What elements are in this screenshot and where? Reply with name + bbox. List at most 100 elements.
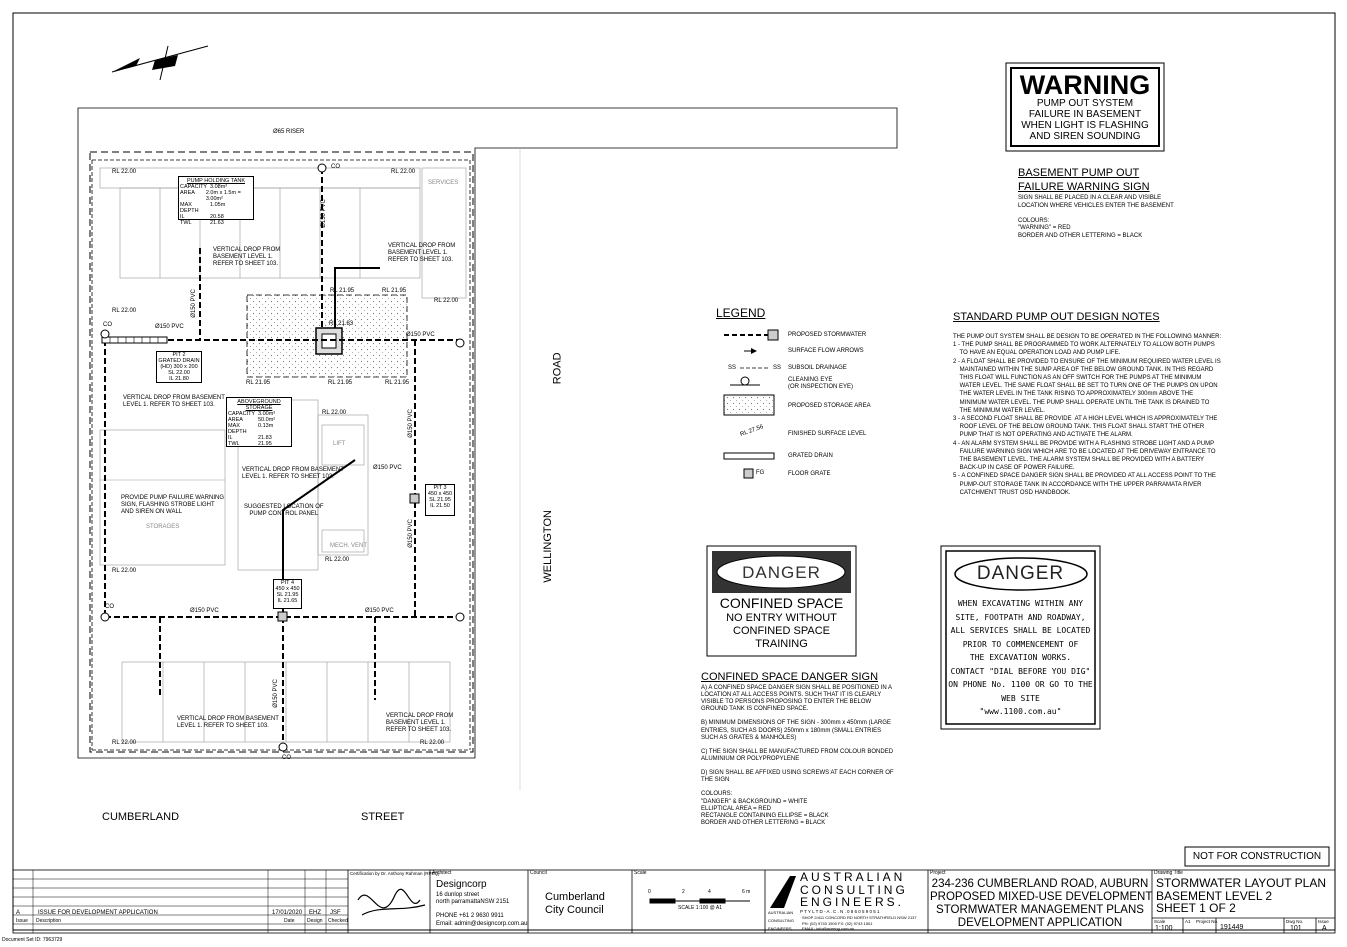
danger-line: PRIOR TO COMMENCEMENT OF	[962, 639, 1079, 649]
pit-line: IL 21.50	[430, 503, 450, 509]
rev-header: Description	[36, 918, 62, 924]
scale-tick: 0	[648, 889, 651, 895]
note-line: VERTICAL DROP FROM BASEMENT	[242, 467, 344, 473]
note-line: BASEMENT LEVEL 1.	[386, 719, 446, 726]
note-line: VERTICAL DROP FROM	[386, 713, 454, 719]
danger-line: ON PHONE No. 1100 OR GO TO THE	[948, 680, 1093, 689]
danger-line: SITE, FOOTPATH AND ROADWAY,	[955, 612, 1086, 622]
consultant-line: CONSULTING	[768, 918, 794, 923]
scale-label: Scale	[634, 870, 647, 876]
sheet-size: A1	[1185, 919, 1191, 924]
danger-line: TRAINING	[755, 638, 808, 650]
row-key: IL	[228, 435, 233, 441]
issue-value: A	[1322, 925, 1327, 932]
note-line: CATCHMENT TRUST OSD HANDBOOK.	[953, 489, 1071, 496]
note-line: TO HAVE AN EQUAL OPERATION LOAD AND PUMP…	[953, 350, 1121, 357]
note-line: D) SIGN SHALL BE AFFIXED USING SCREWS AT…	[701, 770, 894, 777]
consultant-line: AUSTRALIAN	[800, 870, 906, 884]
document-id: Document Set ID: 7963729	[2, 937, 63, 943]
warning-sign-frame	[1005, 62, 1165, 152]
confined-notes-heading: CONFINED SPACE DANGER SIGN	[701, 671, 879, 683]
danger-line: CONFINED SPACE	[733, 625, 830, 637]
note-line: BORDER AND OTHER LETTERING = BLACK	[1018, 232, 1143, 239]
note-line: PUMP THAT IS NOT OPERATING AND ACTIVATE …	[953, 432, 1133, 439]
note-line: VERTICAL DROP FROM	[213, 247, 281, 253]
basement-notes-heading: BASEMENT PUMP OUT	[1018, 167, 1140, 179]
note-line	[701, 763, 894, 770]
row-key: TWL	[228, 441, 240, 447]
scale-tick: 2	[682, 889, 685, 895]
row-value: 21.95	[258, 441, 272, 447]
dwg-no-label: Dwg No.	[1286, 919, 1304, 924]
site-boundary	[77, 107, 898, 759]
rl-label: RL 22.00	[112, 169, 137, 175]
council-line: City Council	[545, 904, 604, 916]
row-value: 1.05m	[210, 202, 226, 208]
warning-line: FAILURE IN BASEMENT	[1028, 109, 1142, 120]
legend-item: FLOOR GRATE	[788, 471, 831, 477]
rl-label: RL 21.95	[328, 380, 353, 386]
scale-tick: 4	[708, 889, 711, 895]
note-line: SUCH AS GRATES & MANHOLES)	[701, 734, 797, 741]
note-line: FAILURE WARNING SIGN WHICH ARE TO BE LOC…	[953, 448, 1216, 455]
pit-line: (HD) 300 x 200	[160, 364, 198, 370]
row-value: 20.58	[210, 214, 224, 220]
legend-symbols	[723, 329, 779, 479]
warning-title: WARNING	[1019, 70, 1151, 100]
rev-header: Issue	[16, 918, 28, 924]
row-key: AREA	[228, 417, 243, 423]
title-line: SHEET 1 OF 2	[1156, 901, 1236, 915]
rev-checked: JSF	[330, 910, 341, 916]
note-line: THIS FLOAT WILL FUNCTION AS AN OFF SWITC…	[953, 375, 1202, 382]
project-no: 191449	[1220, 924, 1244, 931]
contact-line: Email: admin@designcorp.com.au	[436, 921, 528, 927]
danger-title: DANGER	[976, 563, 1065, 584]
title-block-grid	[12, 869, 1336, 934]
note-line: LOCATION WHERE VEHICLES ENTER THE BASEME…	[1018, 202, 1174, 209]
row-key: MAX DEPTH	[180, 202, 199, 214]
note-line: SUGGESTED LOCATION OF	[244, 504, 324, 510]
confined-notes-text: A) A CONFINED SPACE DANGER SIGN SHALL BE…	[701, 685, 894, 827]
scale-field-label: Scale	[1154, 919, 1166, 924]
sheet-border	[12, 12, 1336, 931]
consultant-line: ENGINEERS	[768, 926, 792, 931]
title-line: BASEMENT LEVEL 2	[1156, 888, 1273, 903]
rev-header: Date	[284, 918, 295, 924]
cleaning-eyes	[100, 163, 465, 752]
danger-line: THE EXCAVATION WORKS.	[969, 653, 1072, 662]
row-value: 3.08m³	[210, 184, 228, 190]
note-line: C) THE SIGN SHALL BE MANUFACTURED FROM C…	[701, 748, 894, 755]
revision-grid	[13, 870, 348, 933]
project-line: PROPOSED MIXED-USE DEVELOPMENT	[930, 891, 1153, 903]
note-line: BORDER AND OTHER LETTERING = BLACK	[701, 819, 826, 826]
pipe-label: Ø150 PVC	[407, 519, 414, 548]
note-line: LOCATION AT ALL ACCESS POINTS. SUCH THAT…	[701, 692, 882, 699]
note-line: REFER TO SHEET 103.	[213, 260, 279, 267]
street-street-label: STREET	[361, 811, 405, 823]
basement-notes-text: SIGN SHALL BE PLACED IN A CLEAR AND VISI…	[1018, 195, 1174, 240]
row-key: MAX DEPTH	[228, 423, 247, 435]
note-line: B) MINIMUM DIMENSIONS OF THE SIGN - 300m…	[701, 720, 891, 727]
row-key: IL	[180, 214, 185, 220]
note-line: 2 - A FLOAT SHALL BE PROVIDED TO ENSURE …	[953, 358, 1221, 365]
row-key: TWL	[180, 220, 192, 226]
note-line: ELLIPTICAL AREA = RED	[701, 805, 771, 812]
rl-label: RL 22.00	[391, 169, 416, 175]
dwg-no: 101	[1290, 925, 1302, 932]
ace-logo-icon	[770, 876, 796, 908]
pipe-label: Ø150 PVC	[320, 199, 327, 228]
pits	[277, 493, 420, 622]
drawing-title-label: Drawing Title	[1154, 870, 1183, 876]
legend-item: PROPOSED STORMWATER	[788, 332, 867, 338]
